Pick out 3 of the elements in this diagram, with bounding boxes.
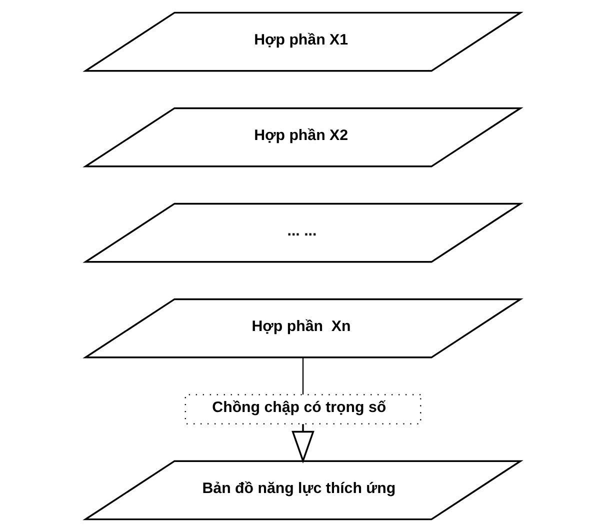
connector: [302, 358, 304, 394]
node-box: Chồng chập có trọng số: [184, 394, 422, 424]
arrow: [292, 424, 314, 464]
